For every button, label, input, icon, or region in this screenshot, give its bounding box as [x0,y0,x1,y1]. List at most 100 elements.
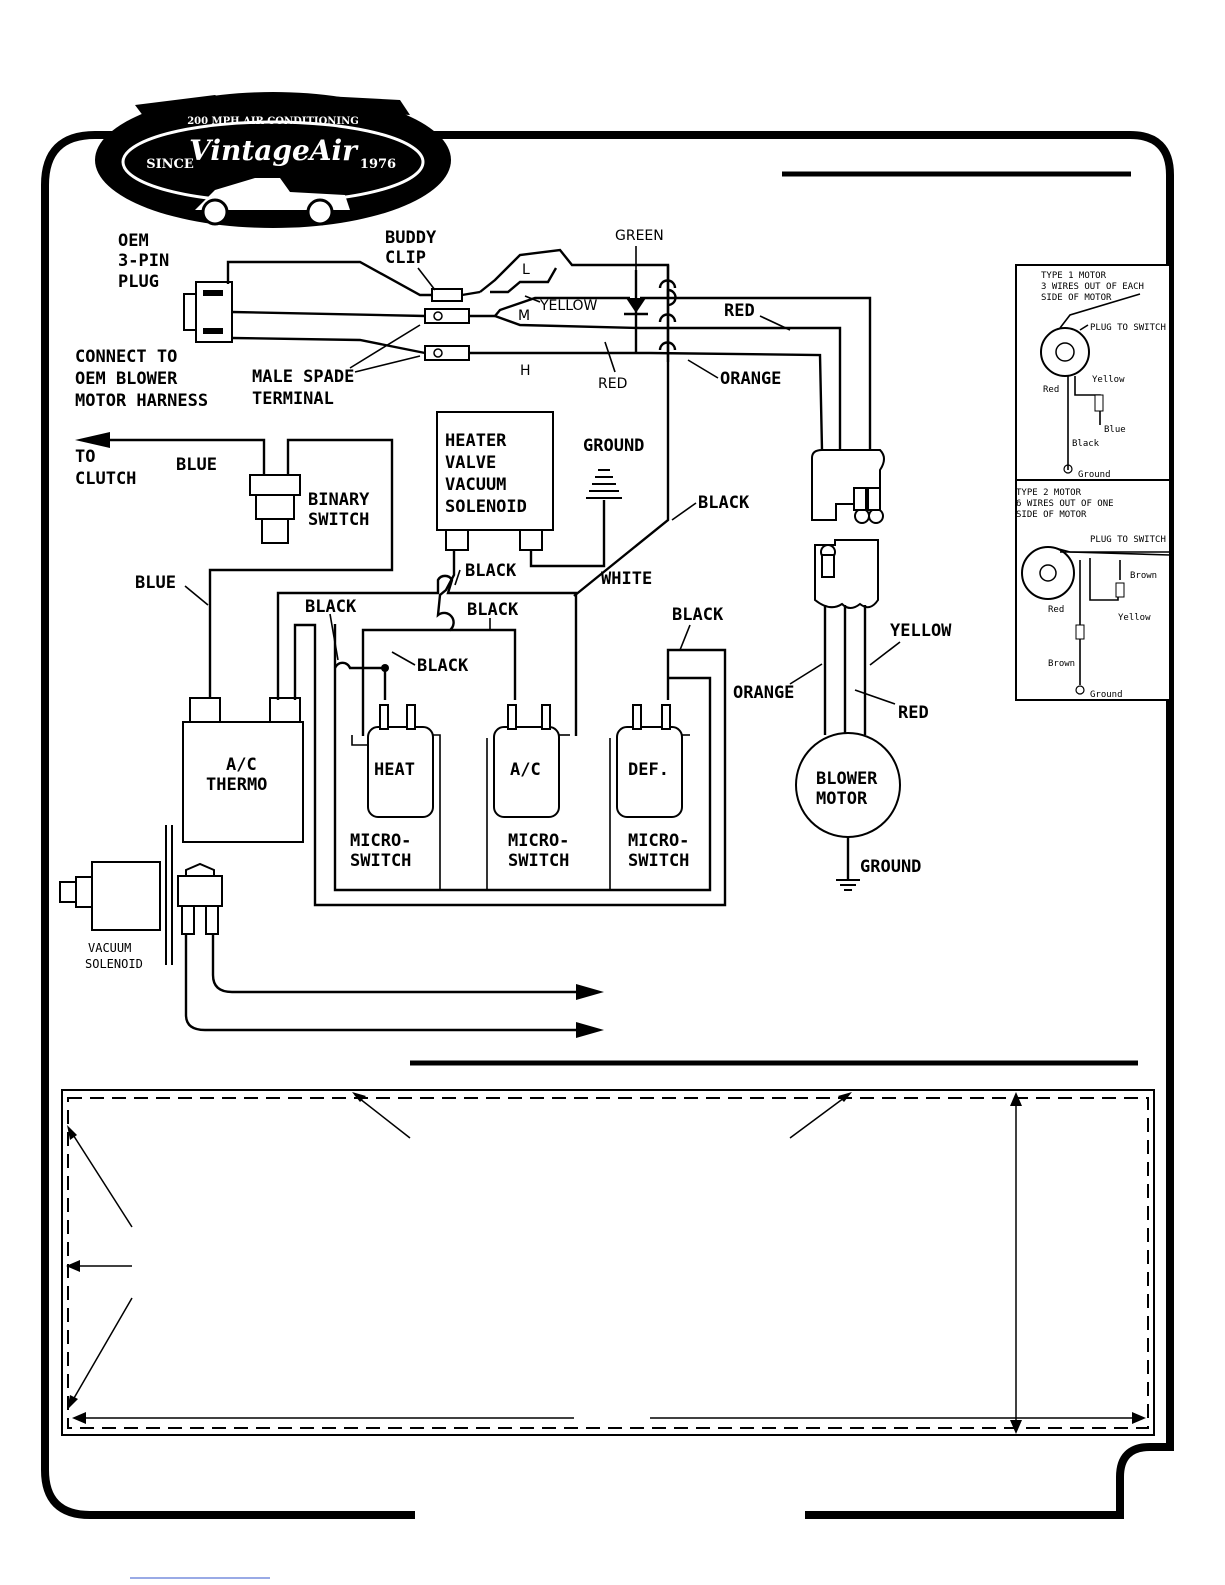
ground2-label: Ground [1090,690,1123,700]
heater-label-2: VALVE [445,453,496,473]
def-micro-switch: DEF. [609,704,690,890]
heat-micro-label-2: SWITCH [350,851,411,871]
binary-label-2: SWITCH [308,510,369,530]
brown2b-label: Brown [1048,659,1075,669]
black1-label: Black [1072,439,1100,449]
yellow-low-label: YELLOW [890,621,952,641]
to-clutch-label-2: CLUTCH [75,469,136,489]
type1-line-1: TYPE 1 MOTOR [1041,271,1107,281]
vacuum-solenoid [59,825,223,965]
template-outline [61,1089,1155,1436]
binary-label-1: BINARY [308,490,370,510]
brown2a-label: Brown [1130,571,1157,581]
blower-motor: BLOWER MOTOR [795,732,901,838]
black-a-label: BLACK [465,561,517,581]
ac-micro-label-2: SWITCH [508,851,569,871]
page-frame [41,131,1174,1519]
white-label: WHITE [601,569,652,589]
logo-year: 1976 [360,157,396,172]
blue-left-label: BLUE [135,573,176,593]
ac-thermo: A/C THERMO [182,697,304,843]
logo-brand: VintageAir [189,134,359,167]
male-spade-label-1: MALE SPADE [252,367,354,387]
m-label: M [518,308,530,324]
blower-label-2: MOTOR [816,789,868,809]
heater-valve-vacuum-solenoid: HEATER VALVE VACUUM SOLENOID [436,411,554,551]
black-c-label: BLACK [467,600,519,620]
vacuum-label-1: VACUUM [88,941,131,955]
h-label: H [520,363,531,379]
to-clutch-label-1: TO [75,447,95,467]
red-top-label: RED [724,301,755,321]
heater-label-4: SOLENOID [445,497,527,517]
blower-harness-plug-bottom [814,539,879,609]
ground-bottom-icon [836,879,860,891]
orange-low-label: ORANGE [733,683,794,703]
red-mid-label: RED [598,376,627,392]
ground1-label: Ground [1078,470,1111,480]
connect-label-1: CONNECT TO [75,347,177,367]
type2-line-1: TYPE 2 MOTOR [1016,488,1082,498]
ground-bottom-label: GROUND [860,857,921,877]
orange-top-label: ORANGE [720,369,781,389]
blower-label-1: BLOWER [816,769,878,789]
buddy-clip-label-1: BUDDY [385,228,437,248]
male-spade-terminal-m [424,308,495,324]
ac-micro-label-1: MICRO- [508,831,569,851]
red2-label: Red [1048,605,1064,615]
oem-plug-label-3: PLUG [118,272,159,292]
ac-thermo-label-2: THERMO [206,775,267,795]
type1-line-2: 3 WIRES OUT OF EACH [1041,282,1144,292]
vacuum-label-2: SOLENOID [85,957,143,971]
ac-thermo-label-1: A/C [226,755,257,775]
black-b-label: BLACK [305,597,357,617]
connect-label-3: MOTOR HARNESS [75,391,208,411]
black-e-label: BLACK [672,605,724,625]
logo-arc-text: 200 MPH AIR CONDITIONING [187,116,359,127]
heat-micro-label-1: MICRO- [350,831,411,851]
def-label: DEF. [628,760,669,780]
yellow2-label: Yellow [1118,613,1151,623]
male-spade-terminal-h [424,345,495,361]
buddy-clip [431,288,481,302]
l-label: L [522,262,530,278]
ground-top-label: GROUND [583,436,644,456]
ground-top-icon [586,469,622,499]
buddy-clip-label-2: CLIP [385,248,426,268]
blower-harness-plug-top [811,449,885,524]
green-label: GREEN [615,228,664,244]
heat-micro-switch: HEAT [351,704,441,890]
type2-line-3: SIDE OF MOTOR [1016,510,1087,520]
yellow-top-label: YELLOW [539,298,598,314]
heat-label: HEAT [374,760,415,780]
yellow1-label: Yellow [1092,375,1125,385]
black-d-label: BLACK [417,656,469,676]
heater-label-1: HEATER [445,431,507,451]
def-micro-label-1: MICRO- [628,831,689,851]
ac-label: A/C [510,760,541,780]
red1-label: Red [1043,385,1059,395]
plug2-label: PLUG TO SWITCH [1090,535,1166,545]
oem-3-pin-plug [183,281,233,343]
black-right-label: BLACK [698,493,750,513]
vintage-air-logo: 200 MPH AIR CONDITIONING SINCE VintageAi… [95,92,451,228]
logo-since: SINCE [146,157,194,172]
connect-label-2: OEM BLOWER [75,369,178,389]
diode-icon [624,270,648,340]
binary-switch [249,474,301,544]
type2-line-2: 6 WIRES OUT OF ONE [1016,499,1114,509]
def-micro-label-2: SWITCH [628,851,689,871]
oem-plug-label-2: 3-PIN [118,251,169,271]
red-low-label: RED [898,703,929,723]
type1-line-3: SIDE OF MOTOR [1041,293,1112,303]
heater-label-3: VACUUM [445,475,506,495]
male-spade-label-2: TERMINAL [252,389,334,409]
ac-micro-switch: A/C [486,704,570,890]
blue-top-label: BLUE [176,455,217,475]
motor-type-inset: TYPE 1 MOTOR 3 WIRES OUT OF EACH SIDE OF… [1015,264,1171,701]
blue1-label: Blue [1104,425,1126,435]
oem-plug-label-1: OEM [118,231,149,251]
plug1-label: PLUG TO SWITCH [1090,323,1166,333]
